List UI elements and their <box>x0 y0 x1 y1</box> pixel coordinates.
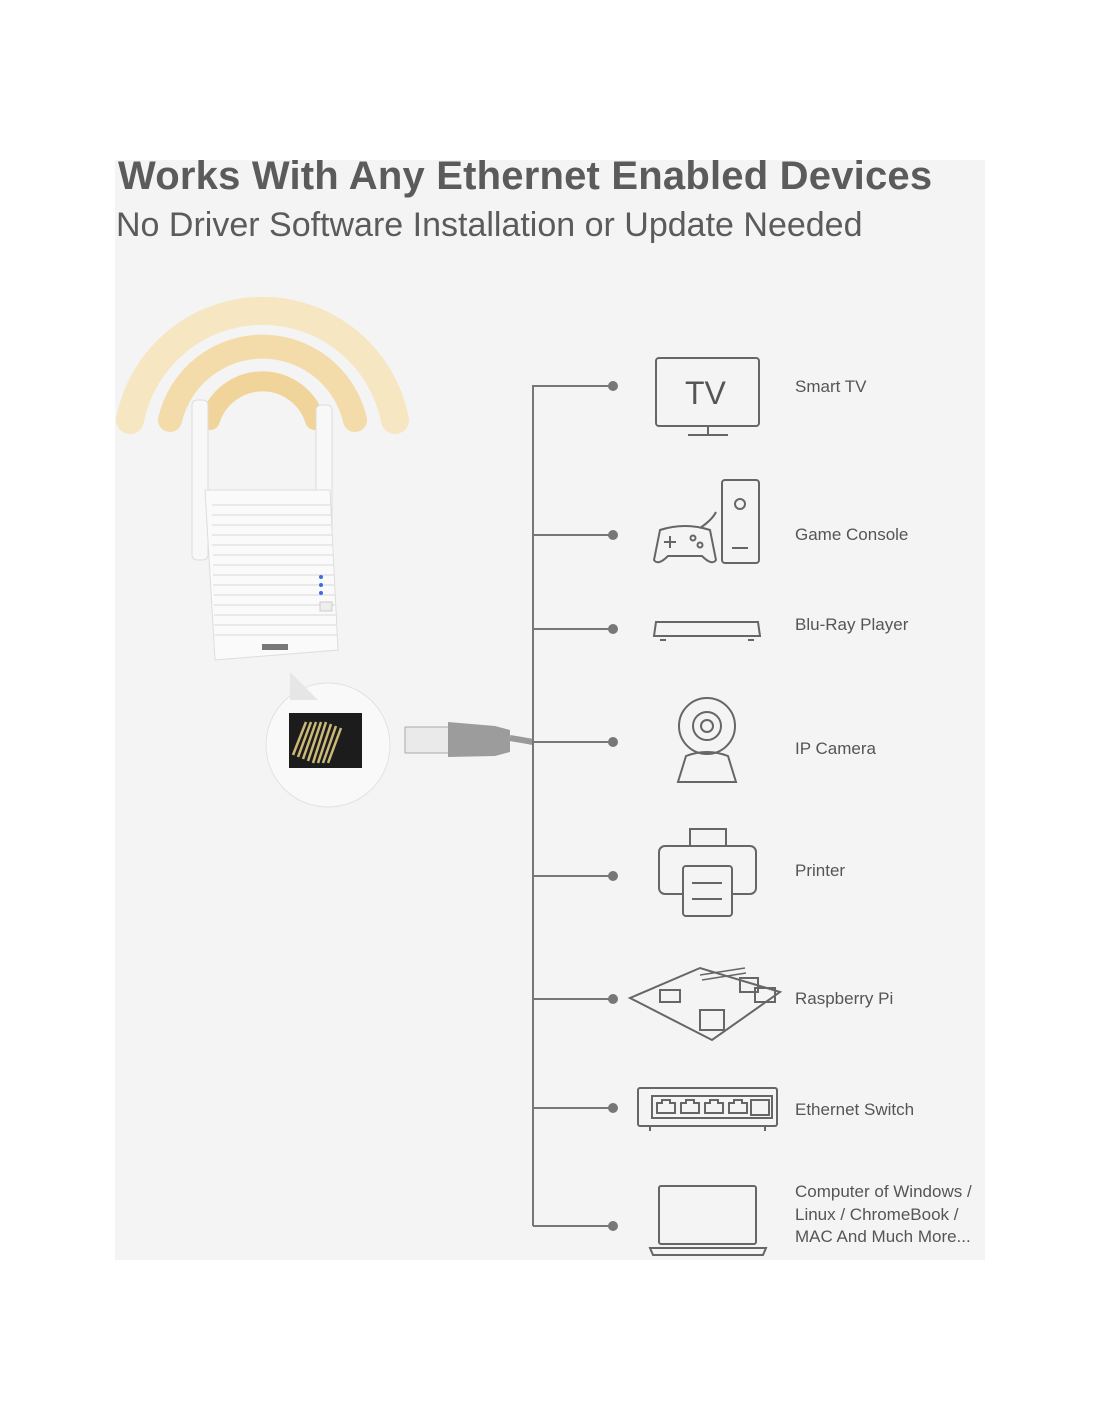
ethernet-port-closeup <box>265 672 391 808</box>
ethernet-switch-icon <box>637 1087 778 1131</box>
device-label-smart-tv: Smart TV <box>795 377 867 396</box>
tv-icon-text: TV <box>685 375 727 411</box>
device-label-raspberry-pi: Raspberry Pi <box>795 989 894 1008</box>
device-label-game-console: Game Console <box>795 525 909 544</box>
device-label-computer: Computer of Windows / Linux / ChromeBook… <box>795 1182 972 1246</box>
laptop-icon <box>648 1185 768 1256</box>
game-console-icon <box>652 479 760 564</box>
connection-dots <box>608 381 618 1231</box>
ethernet-cable-icon <box>404 722 534 757</box>
page-title: Works With Any Ethernet Enabled Devices <box>118 154 933 198</box>
wifi-signal-icon <box>116 296 409 434</box>
page-subtitle: No Driver Software Installation or Updat… <box>116 206 863 244</box>
device-label-bluray-player: Blu-Ray Player <box>795 615 909 634</box>
printer-icon <box>658 828 757 917</box>
device-label-ethernet-switch: Ethernet Switch <box>795 1100 915 1119</box>
bluray-player-icon <box>652 621 762 641</box>
tv-icon <box>655 357 760 436</box>
wifi-extender-image <box>191 399 339 661</box>
connection-lines <box>532 385 613 1227</box>
ip-camera-icon <box>676 697 738 783</box>
device-label-printer: Printer <box>795 861 846 880</box>
device-label-ip-camera: IP Camera <box>795 739 876 758</box>
raspberry-pi-icon <box>627 966 783 1042</box>
